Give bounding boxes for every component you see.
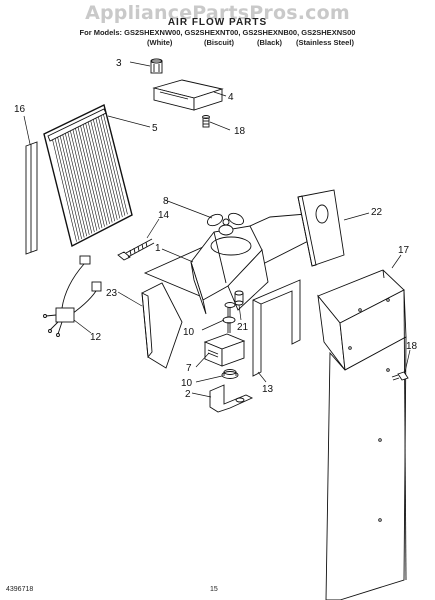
grille-slat bbox=[70, 130, 95, 233]
callout-14: 14 bbox=[158, 210, 170, 221]
color-label-black: (Black) bbox=[257, 38, 283, 47]
grille-slat bbox=[103, 114, 128, 215]
grille-slat bbox=[67, 132, 93, 234]
grille-slat bbox=[59, 135, 85, 238]
callout-22: 22 bbox=[371, 207, 383, 218]
callout-13: 13 bbox=[262, 384, 274, 395]
callout-10-upper: 10 bbox=[183, 327, 195, 338]
grille-slat bbox=[87, 121, 113, 223]
part-u-gasket bbox=[252, 279, 301, 377]
callout-2: 2 bbox=[185, 389, 191, 400]
grille-slat bbox=[72, 129, 98, 231]
grille-slat bbox=[100, 115, 126, 216]
callout-12: 12 bbox=[90, 332, 102, 343]
callout-1: 1 bbox=[155, 243, 161, 254]
color-label-white: (White) bbox=[147, 38, 173, 47]
part-fan-motor bbox=[203, 322, 246, 367]
part-grille-panel bbox=[43, 103, 133, 248]
color-label-stainless: (Stainless Steel) bbox=[296, 38, 354, 47]
part-flat-panel bbox=[297, 189, 345, 267]
leader-lines bbox=[23, 61, 411, 398]
grille-slat bbox=[62, 134, 88, 237]
callout-17: 17 bbox=[398, 245, 410, 256]
callout-23: 23 bbox=[106, 288, 118, 299]
part-thermistor bbox=[117, 238, 155, 261]
part-side-duct bbox=[141, 282, 183, 369]
grille-slat bbox=[52, 139, 77, 242]
callout-18-upper: 18 bbox=[234, 126, 246, 137]
doc-number: 4396718 bbox=[6, 586, 34, 593]
page-number: 15 bbox=[210, 586, 218, 593]
part-housing bbox=[143, 211, 331, 315]
part-mount-bracket bbox=[209, 384, 254, 413]
part-duct-cover bbox=[317, 269, 407, 600]
page-title: AIR FLOW PARTS bbox=[167, 17, 268, 28]
grille-slat bbox=[64, 133, 90, 235]
callout-3: 3 bbox=[116, 58, 122, 69]
grille-slat bbox=[85, 123, 110, 224]
part-grommet-lower bbox=[221, 369, 239, 379]
callout-4: 4 bbox=[228, 92, 234, 103]
callout-18-lower: 18 bbox=[406, 341, 418, 352]
grille-slat bbox=[57, 137, 82, 239]
color-label-biscuit: (Biscuit) bbox=[204, 38, 234, 47]
callout-labels: 3 4 18 16 5 8 14 1 23 12 10 21 22 13 17 … bbox=[14, 58, 418, 400]
part-washer-upper bbox=[222, 302, 236, 324]
callout-16: 16 bbox=[14, 104, 26, 115]
grille-slat bbox=[82, 124, 108, 226]
callout-10-lower: 10 bbox=[181, 378, 193, 389]
grille-slat bbox=[75, 128, 100, 230]
callout-8: 8 bbox=[163, 196, 169, 207]
part-fan-blade bbox=[206, 212, 245, 236]
part-channel-bracket bbox=[152, 79, 224, 111]
grille-slat bbox=[90, 120, 116, 222]
part-wire-harness bbox=[43, 255, 102, 337]
grille-slat bbox=[92, 119, 118, 220]
grille-slat bbox=[95, 118, 121, 219]
part-screw-upper bbox=[202, 115, 210, 128]
grille-slat bbox=[80, 125, 105, 227]
grille-slat bbox=[77, 126, 103, 229]
models-line: For Models: GS2SHEXNW00, GS2SHEXNT00, GS… bbox=[79, 28, 356, 37]
part-cap bbox=[150, 58, 163, 74]
part-screw-lower bbox=[391, 371, 409, 381]
grille-slat bbox=[98, 116, 123, 218]
callout-7: 7 bbox=[186, 363, 192, 374]
callout-21: 21 bbox=[237, 322, 249, 333]
grille-slat bbox=[54, 138, 80, 241]
watermark: AppliancePartsPros.com bbox=[85, 2, 350, 24]
part-gasket-strip bbox=[25, 141, 38, 255]
callout-5: 5 bbox=[152, 123, 158, 134]
